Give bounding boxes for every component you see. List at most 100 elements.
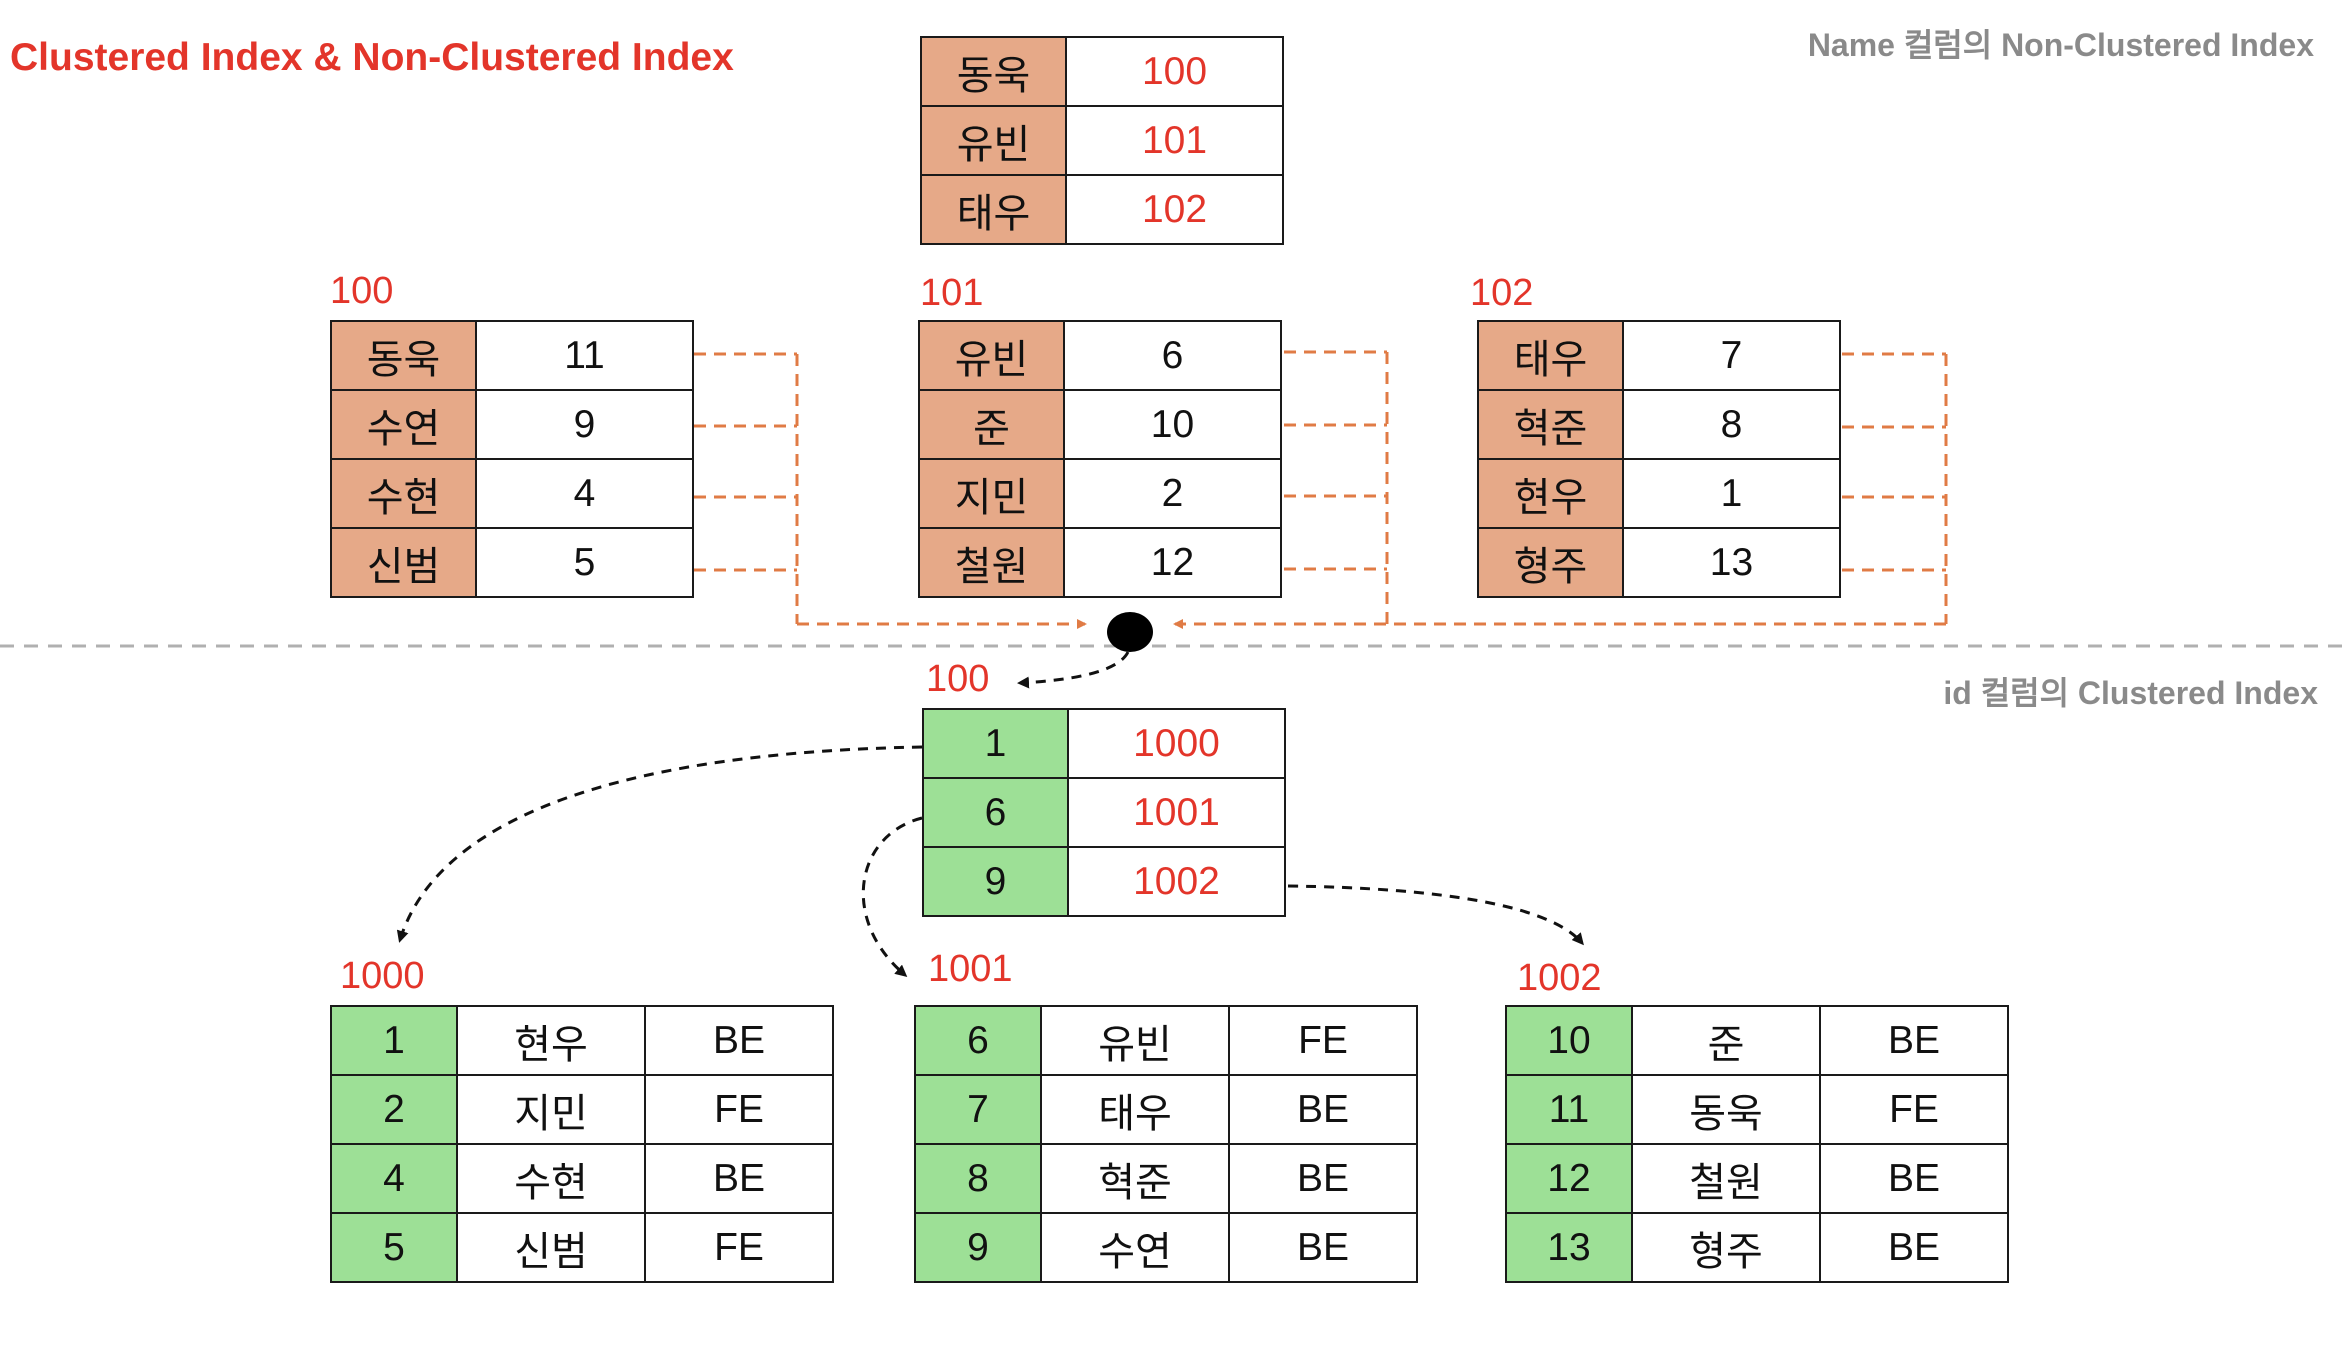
c-leaf-name: 혁준 [1040, 1143, 1230, 1214]
table-row: 1 1000 [922, 708, 1286, 779]
nc-leaf-key: 철원 [918, 527, 1065, 598]
table-row: 준 10 [918, 389, 1282, 460]
nc-leaf-key: 수현 [330, 458, 477, 529]
c-leaf-name: 유빈 [1040, 1005, 1230, 1076]
nc-root-key: 동욱 [920, 36, 1067, 107]
c-leaf-team: BE [644, 1005, 834, 1076]
c-leaf-team: BE [1228, 1074, 1418, 1145]
c-leaf-name: 현우 [456, 1005, 646, 1076]
c-leaf-id: 8 [914, 1143, 1042, 1214]
table-row: 8 혁준 BE [914, 1143, 1418, 1214]
nc-leaf-id: 7 [1622, 320, 1841, 391]
c-root-key: 6 [922, 777, 1069, 848]
table-row: 13 형주 BE [1505, 1212, 2009, 1283]
c-root-key: 1 [922, 708, 1069, 779]
c-leaf-page-1001: 6 유빈 FE 7 태우 BE 8 혁준 BE 9 수연 BE [914, 1005, 1418, 1283]
c-leaf-id: 6 [914, 1005, 1042, 1076]
c-leaf-name: 태우 [1040, 1074, 1230, 1145]
nc-leaf-id: 11 [475, 320, 694, 391]
table-row: 4 수현 BE [330, 1143, 834, 1214]
table-row: 6 1001 [922, 777, 1286, 848]
c-leaf-page-1000: 1 현우 BE 2 지민 FE 4 수현 BE 5 신범 FE [330, 1005, 834, 1283]
table-row: 수현 4 [330, 458, 694, 529]
table-row: 동욱 11 [330, 320, 694, 391]
c-root-pointer: 1002 [1067, 846, 1286, 917]
nc-leaf-id: 10 [1063, 389, 1282, 460]
c-leaf-id: 13 [1505, 1212, 1633, 1283]
nc-leaf-key: 유빈 [918, 320, 1065, 391]
nc-leaf-key: 형주 [1477, 527, 1624, 598]
c-root-key: 9 [922, 846, 1069, 917]
c-leaf-name: 지민 [456, 1074, 646, 1145]
c-leaf-name: 동욱 [1631, 1074, 1821, 1145]
nc-leaf-page-label: 100 [330, 270, 394, 312]
nc-root-key: 태우 [920, 174, 1067, 245]
table-row: 태우 7 [1477, 320, 1841, 391]
c-leaf-team: BE [644, 1143, 834, 1214]
nc-leaf-page-102: 태우 7 혁준 8 현우 1 형주 13 [1477, 320, 1841, 598]
diagram-title: Clustered Index & Non-Clustered Index [10, 36, 734, 79]
nc-leaf-key: 준 [918, 389, 1065, 460]
c-root-pointer: 1001 [1067, 777, 1286, 848]
nc-leaf-id: 9 [475, 389, 694, 460]
c-leaf-id: 2 [330, 1074, 458, 1145]
c-leaf-team: BE [1819, 1005, 2009, 1076]
table-row: 수연 9 [330, 389, 694, 460]
nc-root-pointer: 100 [1065, 36, 1284, 107]
table-row: 태우 102 [920, 174, 1284, 245]
c-leaf-team: BE [1228, 1143, 1418, 1214]
table-row: 유빈 101 [920, 105, 1284, 176]
nc-leaf-id: 6 [1063, 320, 1282, 391]
nc-root-pointer: 101 [1065, 105, 1284, 176]
nc-leaf-id: 12 [1063, 527, 1282, 598]
nc-leaf-key: 태우 [1477, 320, 1624, 391]
nc-leaf-page-label: 101 [920, 272, 984, 314]
nc-root-page: 동욱 100 유빈 101 태우 102 [920, 36, 1284, 245]
nc-leaf-page-label: 102 [1470, 272, 1534, 314]
table-row: 1 현우 BE [330, 1005, 834, 1076]
table-row: 현우 1 [1477, 458, 1841, 529]
arrow-to-page-1002 [1287, 884, 1584, 946]
table-row: 2 지민 FE [330, 1074, 834, 1145]
c-leaf-page-1002: 10 준 BE 11 동욱 FE 12 철원 BE 13 형주 BE [1505, 1005, 2009, 1283]
leaf-100-pointers [694, 352, 1087, 629]
c-leaf-team: BE [1819, 1212, 2009, 1283]
table-row: 동욱 100 [920, 36, 1284, 107]
c-leaf-id: 7 [914, 1074, 1042, 1145]
table-row: 12 철원 BE [1505, 1143, 2009, 1214]
nc-leaf-id: 1 [1622, 458, 1841, 529]
table-row: 혁준 8 [1477, 389, 1841, 460]
c-leaf-team: FE [644, 1074, 834, 1145]
table-row: 5 신범 FE [330, 1212, 834, 1283]
arrow-to-page-1000 [396, 745, 923, 943]
nc-root-pointer: 102 [1065, 174, 1284, 245]
c-leaf-id: 5 [330, 1212, 458, 1283]
c-leaf-name: 형주 [1631, 1212, 1821, 1283]
junction-dot [1107, 612, 1153, 652]
nc-leaf-id: 8 [1622, 389, 1841, 460]
nc-leaf-id: 4 [475, 458, 694, 529]
c-leaf-team: BE [1228, 1212, 1418, 1283]
nc-leaf-key: 혁준 [1477, 389, 1624, 460]
nc-leaf-key: 현우 [1477, 458, 1624, 529]
c-leaf-id: 1 [330, 1005, 458, 1076]
nc-leaf-key: 동욱 [330, 320, 477, 391]
table-row: 9 수연 BE [914, 1212, 1418, 1283]
c-leaf-name: 수연 [1040, 1212, 1230, 1283]
c-leaf-id: 11 [1505, 1074, 1633, 1145]
c-leaf-name: 수현 [456, 1143, 646, 1214]
arrow-to-clustered-root [1017, 651, 1130, 689]
c-root-page-label: 100 [926, 658, 990, 700]
non-clustered-section-label: Name 컬럼의 Non-Clustered Index [1807, 27, 2314, 63]
nc-leaf-id: 2 [1063, 458, 1282, 529]
nc-leaf-key: 지민 [918, 458, 1065, 529]
c-leaf-team: FE [644, 1212, 834, 1283]
c-leaf-team: FE [1819, 1074, 2009, 1145]
c-leaf-team: BE [1819, 1143, 2009, 1214]
arrow-to-page-1001 [861, 816, 923, 977]
c-leaf-id: 9 [914, 1212, 1042, 1283]
nc-leaf-id: 5 [475, 527, 694, 598]
c-leaf-name: 신범 [456, 1212, 646, 1283]
table-row: 11 동욱 FE [1505, 1074, 2009, 1145]
